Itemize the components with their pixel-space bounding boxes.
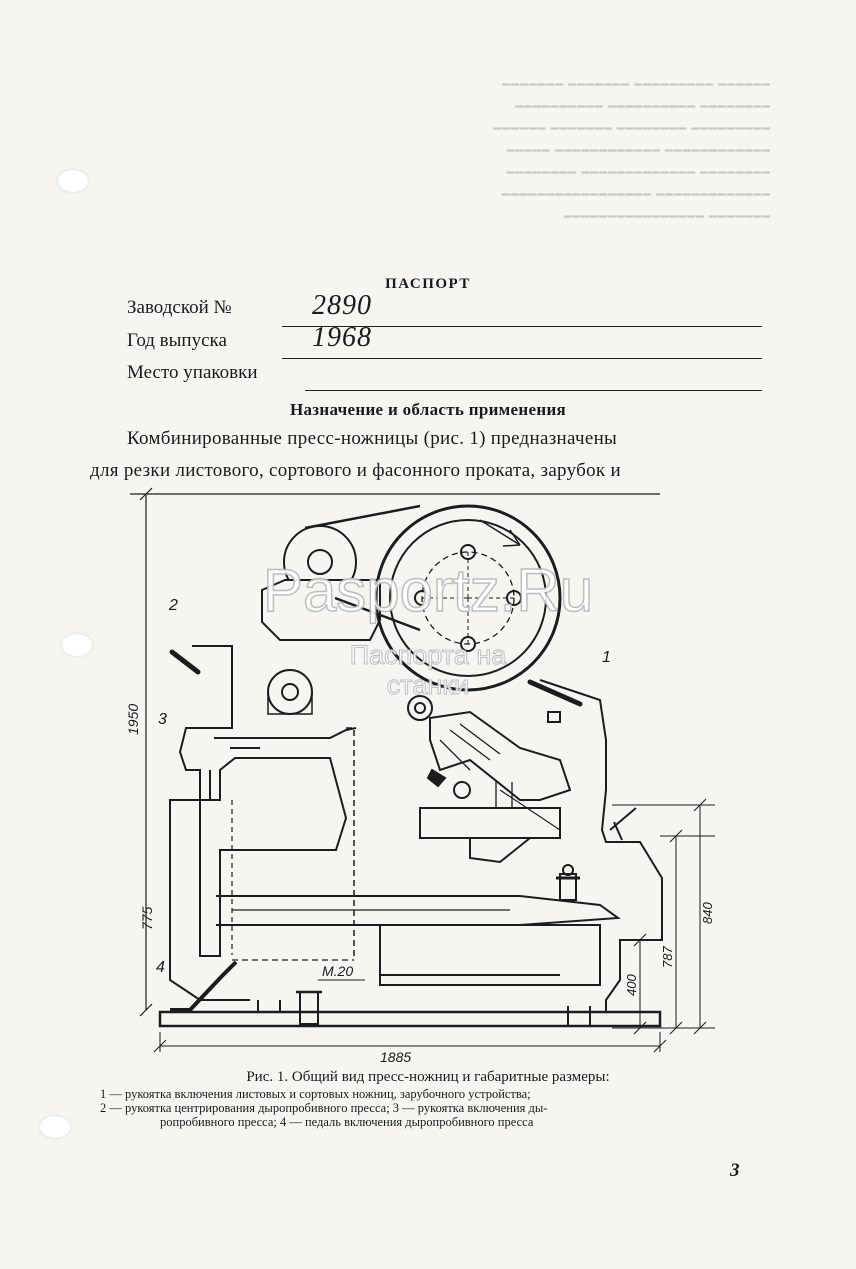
dim-787: 787 — [660, 946, 675, 968]
watermark-line: станки — [386, 670, 470, 701]
dim-m20: M.20 — [322, 963, 353, 979]
dim-1950: 1950 — [125, 704, 141, 735]
figure-caption: Рис. 1. Общий вид пресс-ножниц и габарит… — [246, 1069, 610, 1085]
figure-note: ропробивного пресса; 4 — педаль включени… — [160, 1115, 534, 1129]
figure-note: 1 — рукоятка включения листовых и сортов… — [100, 1087, 531, 1101]
section-heading: Назначение и область применения — [289, 400, 567, 419]
release-year-underline — [282, 358, 762, 359]
callout-3: 3 — [158, 711, 167, 728]
dim-775: 775 — [139, 906, 155, 930]
release-year-label: Год выпуска — [127, 330, 227, 351]
callout-1: 1 — [602, 649, 611, 666]
watermark-site: Pasportz.Ru — [262, 556, 594, 625]
punch-hole — [62, 634, 92, 656]
callout-4: 4 — [156, 959, 165, 976]
dim-1885: 1885 — [380, 1049, 411, 1065]
paragraph-line: Комбинированные пресс-ножницы (рис. 1) п… — [127, 428, 618, 449]
paragraph-line: для резки листового, сортового и фасонно… — [90, 460, 621, 481]
punch-hole — [58, 170, 88, 192]
release-year-value: 1968 — [312, 322, 372, 353]
watermark-line: Паспорта на — [349, 640, 507, 671]
packing-place-label: Место упаковки — [127, 362, 258, 383]
passport-title: ПАСПОРТ — [385, 276, 471, 292]
dim-400: 400 — [624, 974, 639, 996]
page-number: 3 — [730, 1160, 740, 1181]
figure-note: 2 — рукоятка центрирования дыропробивног… — [100, 1101, 548, 1115]
factory-number-underline — [282, 326, 762, 327]
watermark-subtitle: Паспорта на станки — [0, 640, 856, 701]
packing-place-underline — [305, 390, 762, 391]
callout-2: 2 — [168, 597, 178, 614]
factory-number-value: 2890 — [312, 290, 372, 321]
factory-number-label: Заводской № — [127, 297, 232, 318]
punch-hole — [40, 1116, 70, 1138]
dim-840: 840 — [700, 902, 715, 924]
